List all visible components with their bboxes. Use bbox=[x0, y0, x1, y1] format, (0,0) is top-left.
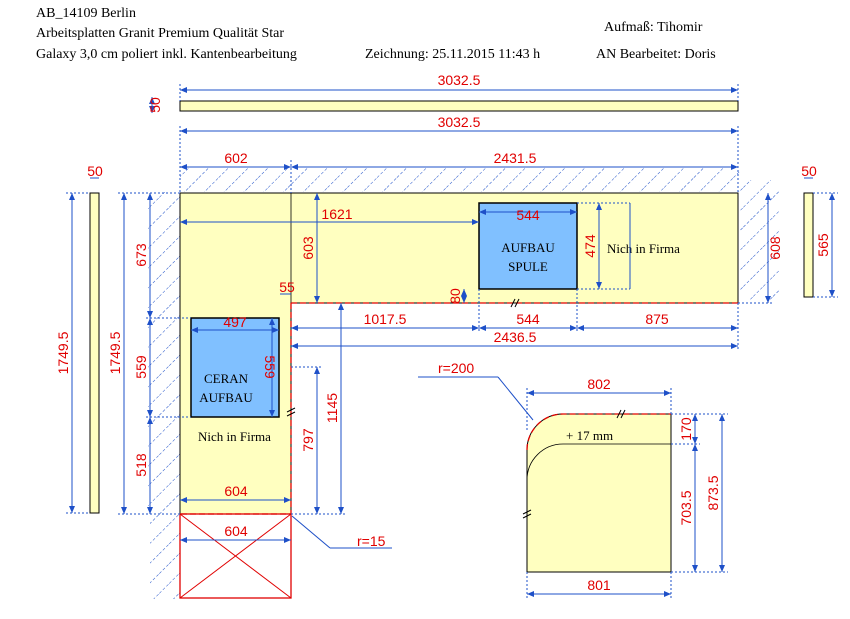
dim-bottom-total: 2436.5 bbox=[494, 329, 537, 345]
dim-top-strip-height: 50 bbox=[147, 97, 163, 113]
top-strip bbox=[179, 100, 739, 112]
hob-cutout bbox=[190, 317, 280, 418]
dim-bottom-seg2: 544 bbox=[516, 311, 540, 327]
left-strip bbox=[89, 192, 100, 514]
sink-cutout bbox=[478, 202, 578, 290]
dim-right-width: 2431.5 bbox=[494, 150, 537, 166]
dim-hob-width: 497 bbox=[223, 314, 247, 330]
dim-sink-depth: 474 bbox=[582, 234, 598, 258]
material-line-2: Galaxy 3,0 cm poliert inkl. Kantenbearbe… bbox=[36, 47, 297, 62]
dim-leg-width: 604 bbox=[224, 483, 248, 499]
dim-left-518: 518 bbox=[133, 453, 149, 477]
dim-top-depth-left: 673 bbox=[133, 243, 149, 267]
dim-left-total-height: 1749.5 bbox=[107, 331, 123, 374]
dim-sink-width: 544 bbox=[516, 207, 540, 223]
dim-extra-width: 604 bbox=[224, 523, 248, 539]
extra-piece bbox=[179, 513, 292, 599]
nich-label-left: Nich in Firma bbox=[198, 429, 271, 444]
dim-inner-depth: 603 bbox=[300, 236, 316, 260]
rounded-piece-edge bbox=[526, 413, 671, 451]
dim-bottom-seg3: 875 bbox=[645, 311, 669, 327]
wall-hatching bbox=[148, 168, 780, 599]
dim-right-strip-width: 50 bbox=[801, 163, 817, 179]
dim-bottom-seg1: 1017.5 bbox=[364, 311, 407, 327]
dim-piece-170: 170 bbox=[678, 417, 694, 441]
sink-label-1: AUFBAU bbox=[501, 240, 555, 255]
dim-left-strip-height: 1749.5 bbox=[55, 331, 71, 374]
dim-left-559: 559 bbox=[133, 355, 149, 379]
dim-leg-1145: 1145 bbox=[324, 393, 340, 423]
sink-label-2: SPULE bbox=[508, 259, 548, 274]
edge-ticks bbox=[286, 298, 626, 519]
extra-cross-2 bbox=[179, 513, 292, 599]
hob-label-1: CERAN bbox=[204, 371, 249, 386]
dim-radius-large: r=200 bbox=[438, 360, 474, 376]
right-strip bbox=[803, 192, 814, 298]
order-title: AB_14109 Berlin bbox=[36, 6, 136, 21]
extra-label: + 17 mm bbox=[566, 428, 613, 443]
rounded-piece-offset bbox=[526, 443, 671, 481]
dim-right-strip-height: 565 bbox=[815, 233, 831, 257]
dim-overall-length: 3032.5 bbox=[438, 114, 481, 130]
dim-top-strip-length: 3032.5 bbox=[438, 72, 481, 88]
dimension-lines bbox=[66, 84, 838, 600]
dim-piece-703: 703.5 bbox=[678, 490, 694, 525]
dim-piece-top: 802 bbox=[587, 376, 611, 392]
dim-top-depth-right: 608 bbox=[767, 236, 783, 260]
dim-step: 55 bbox=[279, 279, 295, 295]
dim-piece-bottom: 801 bbox=[587, 577, 611, 593]
material-line-1: Arbeitsplatten Granit Premium Qualität S… bbox=[36, 26, 285, 41]
dim-sink-front: 80 bbox=[447, 288, 463, 304]
dim-left-width: 602 bbox=[224, 150, 248, 166]
hob-label-2: AUFBAU bbox=[199, 390, 253, 405]
edited-by: AN Bearbeitet: Doris bbox=[596, 47, 716, 62]
dim-left-strip-width: 50 bbox=[87, 163, 103, 179]
dim-sink-offset: 1621 bbox=[321, 206, 352, 222]
dim-radius-small: r=15 bbox=[357, 533, 386, 549]
dim-hob-depth: 559 bbox=[262, 355, 278, 379]
dim-leg-797: 797 bbox=[300, 428, 316, 452]
measured-by: Aufmaß: Tihomir bbox=[604, 20, 703, 35]
nich-label-right: Nich in Firma bbox=[607, 241, 680, 256]
dim-piece-873: 873.5 bbox=[705, 475, 721, 510]
drawing-date: Zeichnung: 25.11.2015 11:43 h bbox=[365, 47, 541, 62]
